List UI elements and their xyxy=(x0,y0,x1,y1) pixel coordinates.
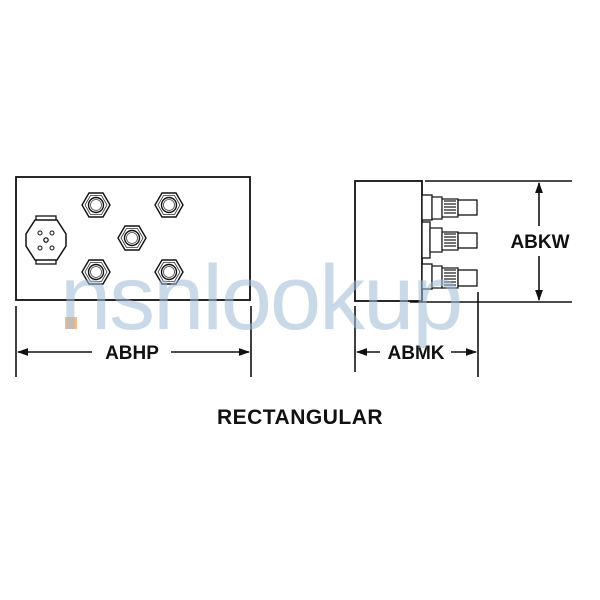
dimension-abmk: ABMK xyxy=(354,292,479,377)
front-view: ABHP xyxy=(15,176,252,377)
abmk-label: ABMK xyxy=(388,343,445,364)
dimension-abhp: ABHP xyxy=(15,306,252,377)
threaded-stud-icon xyxy=(421,263,478,290)
abkw-label: ABKW xyxy=(510,232,569,253)
connector-icon xyxy=(25,215,67,265)
dimension-abkw: ABKW xyxy=(410,180,572,303)
hex-terminal-icon xyxy=(154,192,184,218)
diagram-caption: RECTANGULAR xyxy=(216,406,384,429)
threaded-stud-icon xyxy=(421,194,478,221)
side-view: ABKW ABMK xyxy=(354,180,572,377)
side-housing xyxy=(354,180,423,302)
threaded-stud-icon xyxy=(421,221,478,259)
abhp-label: ABHP xyxy=(105,343,159,364)
watermark: nsnlookup xyxy=(60,247,463,349)
hex-terminal-icon xyxy=(81,192,111,218)
svg-text:nsnlookup: nsnlookup xyxy=(60,247,461,349)
